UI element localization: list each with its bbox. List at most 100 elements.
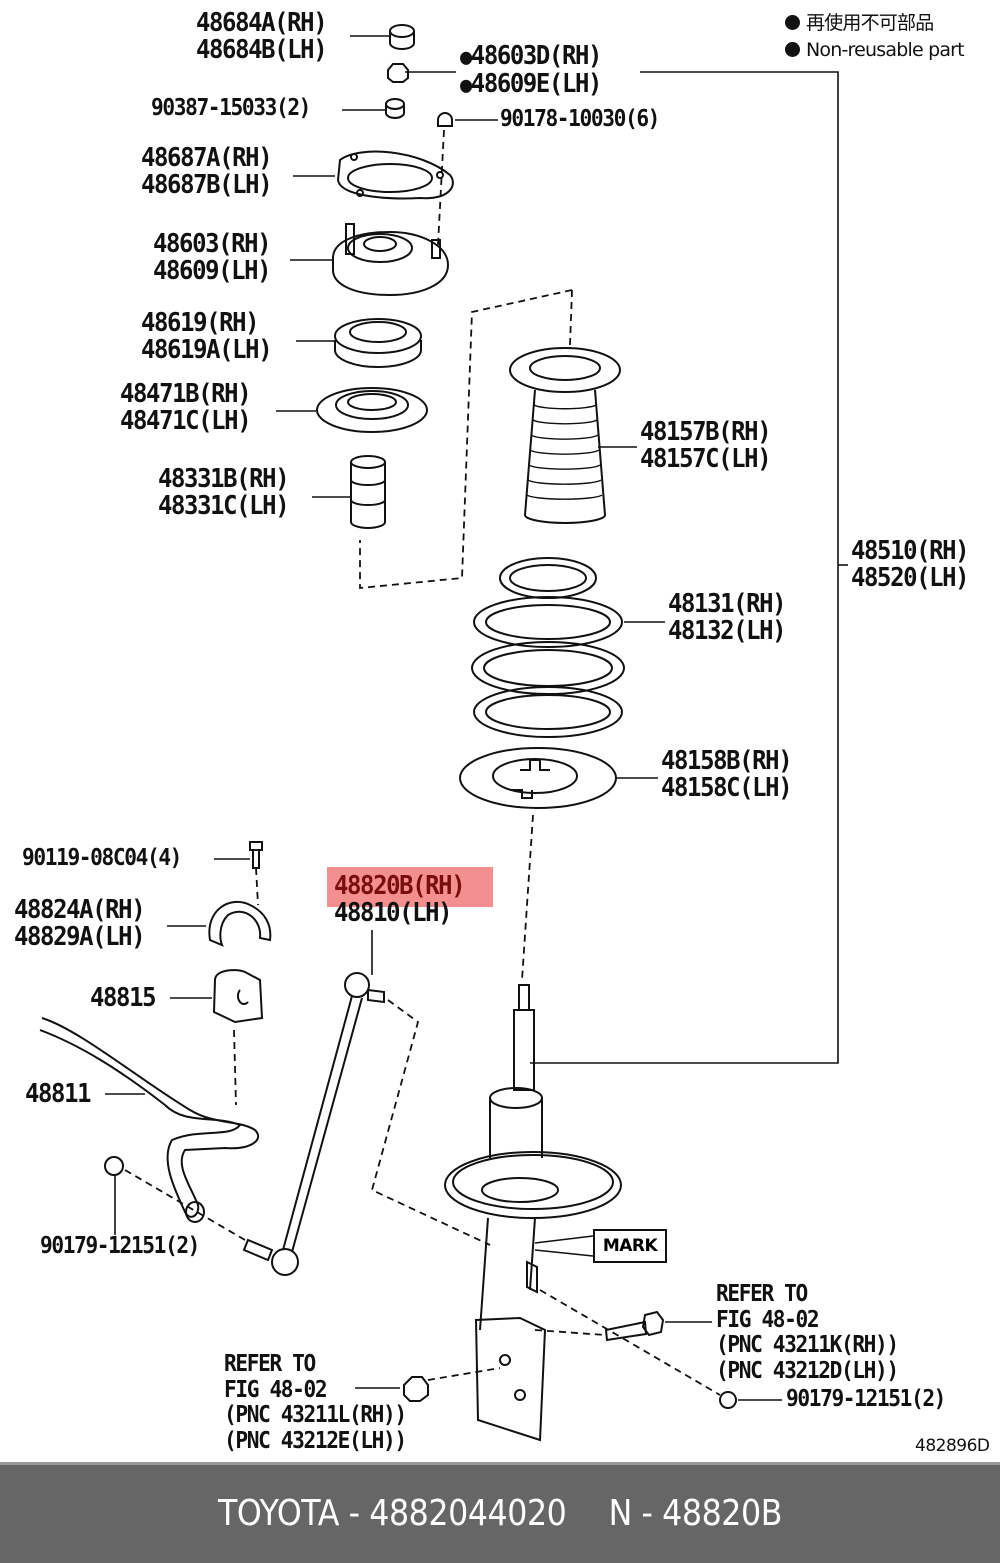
callout-coil-spring[interactable]: 48131(RH) 48132(LH) (668, 589, 787, 646)
upper-support-drawing (332, 223, 450, 297)
nonreusable-bullet-icon: ● (460, 45, 472, 70)
callout-bracket-bolt[interactable]: 90119-08C04(4) (22, 845, 182, 872)
mark-label: MARK (593, 1229, 667, 1263)
part-number[interactable]: 48684B(LH) (196, 35, 328, 65)
part-number[interactable]: 48619A(LH) (141, 335, 273, 365)
exploded-view-drawing (39, 24, 848, 1442)
bullet-icon (785, 42, 800, 57)
callout-refer-lower[interactable]: REFER TO FIG 48-02 (PNC 43211L(RH)) (PNC… (224, 1351, 407, 1454)
part-number[interactable]: 48132(LH) (668, 616, 787, 646)
legend-japanese: 再使用不可部品 (785, 10, 964, 37)
part-number[interactable]: 48810(LH) (334, 898, 453, 928)
part-number[interactable]: 48603(RH) (153, 229, 272, 259)
shock-absorber-drawing (444, 984, 622, 1442)
part-number[interactable]: 48157C(LH) (640, 444, 772, 474)
stabilizer-bracket-drawing (208, 900, 272, 947)
nut-6-drawing (437, 112, 453, 127)
brand-part-number: TOYOTA - 4882044020 (217, 1493, 567, 1534)
pnc-code: N - 48820B (608, 1493, 783, 1534)
footer-caption: TOYOTA - 4882044020 N - 48820B (60, 1493, 940, 1534)
callout-upper-support[interactable]: 48603(RH) 48609(LH) (153, 229, 272, 286)
callout-refer-upper[interactable]: REFER TO FIG 48-02 (PNC 43211K(RH)) (PNC… (716, 1281, 899, 1384)
highlighted-part-number[interactable]: 48820B(RH) (334, 871, 466, 901)
pnc-reference[interactable]: (PNC 43212E(LH)) (224, 1427, 407, 1454)
callout-stabilizer-bar[interactable]: 48811 (25, 1079, 91, 1109)
part-number[interactable]: 90387-15033(2) (151, 95, 311, 121)
refer-text: REFER TO (224, 1351, 316, 1377)
bracket-bolt-drawing (249, 841, 263, 869)
part-number[interactable]: 48687A(RH) (141, 143, 273, 173)
callout-boot[interactable]: 48157B(RH) 48157C(LH) (640, 417, 772, 474)
pnc-reference[interactable]: (PNC 43211L(RH)) (224, 1402, 407, 1428)
refer-text: REFER TO (716, 1281, 808, 1307)
callout-bearing[interactable]: 48619(RH) 48619A(LH) (141, 308, 273, 365)
legend-english: Non-reusable part (785, 37, 965, 64)
part-number[interactable]: 48829A(LH) (14, 922, 146, 952)
part-number[interactable]: 90179-12151(2) (40, 1233, 200, 1259)
callout-nonreusable-nut[interactable]: ●48603D(RH) ●48609E(LH) (460, 41, 602, 99)
knuckle-bolt-drawing (604, 1310, 665, 1342)
footer-bar: TOYOTA - 4882044020 N - 48820B (0, 1462, 1000, 1563)
part-number[interactable]: 90119-08C04(4) (22, 845, 182, 871)
leader-lines (105, 35, 848, 1401)
callout-bushing[interactable]: 48815 (90, 983, 156, 1013)
bushing-drawing (212, 969, 264, 1024)
bumper-drawing (350, 455, 386, 529)
callout-link-nut[interactable]: 90179-12151(2) (40, 1233, 200, 1260)
lower-nut-drawing (403, 1376, 429, 1402)
callout-stabilizer-bracket[interactable]: 48824A(RH) 48829A(LH) (14, 895, 146, 952)
upper-seat-drawing (316, 387, 428, 433)
callout-nut-6[interactable]: 90178-10030(6) (500, 106, 660, 133)
part-number[interactable]: 48471B(RH) (120, 379, 252, 409)
washer-drawing (385, 98, 405, 119)
figure-reference-link[interactable]: FIG 48-02 (716, 1306, 820, 1333)
legend: 再使用不可部品 Non-reusable part (785, 10, 965, 64)
part-number[interactable]: ●48609E(LH) (460, 69, 602, 99)
link-nut-drawing (104, 1156, 124, 1176)
coil-spring-drawing (471, 557, 625, 738)
part-number[interactable]: 48619(RH) (141, 308, 260, 338)
part-number[interactable]: 48158C(LH) (661, 773, 793, 803)
bearing-drawing (334, 318, 422, 368)
pnc-reference[interactable]: (PNC 43211K(RH)) (716, 1332, 899, 1358)
part-number[interactable]: 48811 (25, 1079, 91, 1109)
boot-drawing (509, 347, 621, 524)
callout-washer[interactable]: 90387-15033(2) (151, 95, 311, 122)
part-number[interactable]: 48687B(LH) (141, 170, 273, 200)
part-number[interactable]: 48609(LH) (153, 256, 272, 286)
nut-drawing (387, 63, 409, 83)
callout-upper-support-cap[interactable]: 48684A(RH) 48684B(LH) (196, 8, 328, 65)
part-number[interactable]: 48331B(RH) (158, 464, 290, 494)
callout-bumper[interactable]: 48331B(RH) 48331C(LH) (158, 464, 290, 521)
part-number[interactable]: 48815 (90, 983, 156, 1013)
part-number[interactable]: 48471C(LH) (120, 406, 252, 436)
nonreusable-bullet-icon: ● (460, 73, 472, 98)
part-number[interactable]: 48510(RH) (851, 536, 970, 566)
callout-support-plate[interactable]: 48687A(RH) 48687B(LH) (141, 143, 273, 200)
figure-reference-link[interactable]: FIG 48-02 (224, 1376, 328, 1403)
callout-knuckle-nut[interactable]: 90179-12151(2) (786, 1386, 946, 1413)
part-number[interactable]: 48131(RH) (668, 589, 787, 619)
part-number[interactable]: 48684A(RH) (196, 8, 328, 38)
upper-support-cap-drawing (389, 24, 415, 50)
callout-upper-seat[interactable]: 48471B(RH) 48471C(LH) (120, 379, 252, 436)
parts-diagram: 再使用不可部品 Non-reusable part 48684A(RH) 486… (14, 8, 990, 1456)
part-number[interactable]: 48157B(RH) (640, 417, 772, 447)
part-number[interactable]: 48520(LH) (851, 563, 970, 593)
callout-absorber-assy[interactable]: 48510(RH) 48520(LH) (851, 536, 970, 593)
part-number[interactable]: 48824A(RH) (14, 895, 146, 925)
part-number[interactable]: 90179-12151(2) (786, 1386, 946, 1412)
part-number[interactable]: ●48603D(RH) (460, 41, 602, 71)
knuckle-nut-drawing (719, 1391, 737, 1409)
part-number[interactable]: 48158B(RH) (661, 746, 793, 776)
highlight-box (327, 867, 493, 907)
stabilizer-bar-drawing (39, 1017, 260, 1223)
part-number[interactable]: 48331C(LH) (158, 491, 290, 521)
figure-id: 482896D (915, 1436, 990, 1456)
callout-stabilizer-link[interactable]: 48820B(RH) 48810(LH) (334, 871, 466, 928)
lower-insulator-drawing (459, 747, 617, 809)
part-number[interactable]: 90178-10030(6) (500, 106, 660, 132)
pnc-reference[interactable]: (PNC 43212D(LH)) (716, 1357, 899, 1384)
stabilizer-link-drawing (242, 972, 385, 1276)
callout-lower-insulator[interactable]: 48158B(RH) 48158C(LH) (661, 746, 793, 803)
